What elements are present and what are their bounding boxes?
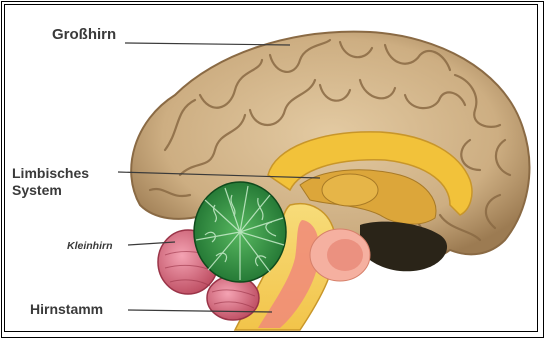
- label-hirnstamm: Hirnstamm: [30, 301, 103, 317]
- label-kleinhirn: Kleinhirn: [67, 240, 113, 252]
- label-grosshirn: Großhirn: [52, 26, 116, 43]
- cerebellum-shape: [194, 182, 286, 282]
- label-limbisches-line1: Limbisches: [12, 165, 89, 182]
- label-limbisches-system: Limbisches System: [12, 165, 89, 199]
- label-limbisches-line2: System: [12, 182, 89, 199]
